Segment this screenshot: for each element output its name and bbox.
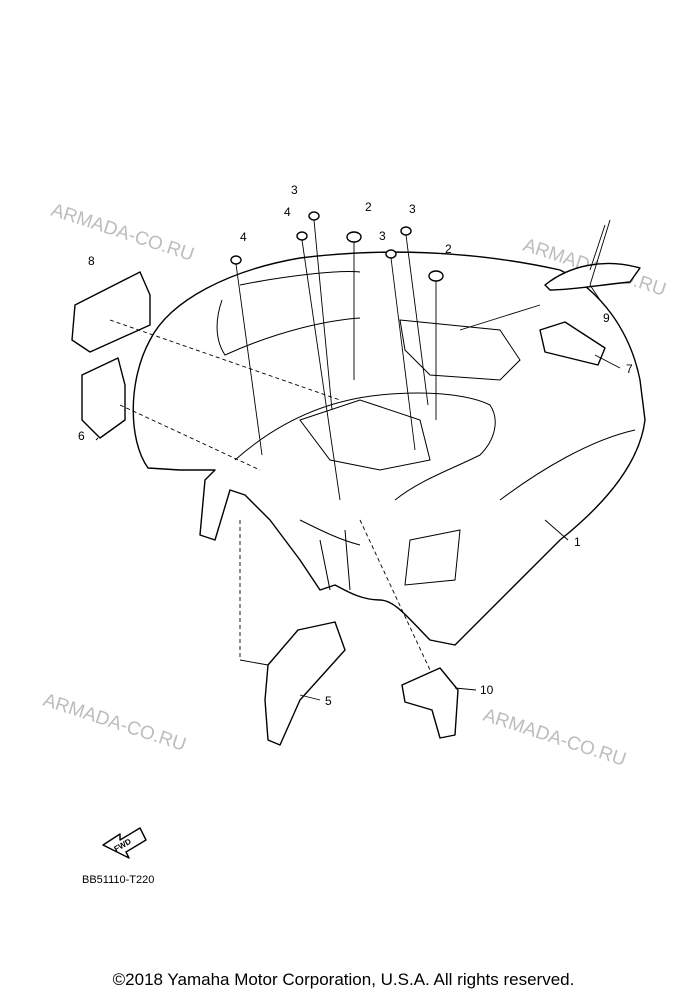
copyright-notice: ©2018 Yamaha Motor Corporation, U.S.A. A… (112, 970, 575, 989)
rivet-icon (296, 231, 308, 241)
forward-arrow-icon: FWD (102, 827, 147, 859)
callout-2a: 2 (365, 200, 372, 214)
callouts: 1 2 2 3 3 3 4 4 5 6 7 8 9 10 (78, 183, 633, 708)
callout-3c: 3 (409, 202, 416, 216)
grommet-icon (346, 231, 362, 243)
callout-3a: 3 (291, 183, 298, 197)
callout-9: 9 (603, 311, 610, 325)
callout-7: 7 (626, 362, 633, 376)
plate-10 (401, 667, 459, 739)
grommet-icon (428, 270, 444, 282)
watermark-top-left: ARMADA-CO.RU (48, 200, 196, 266)
rivet-icon (308, 211, 320, 221)
callout-6: 6 (78, 429, 85, 443)
callout-10: 10 (480, 683, 494, 697)
cover-7 (539, 321, 606, 366)
callout-8: 8 (88, 254, 95, 268)
callout-4a: 4 (284, 205, 291, 219)
callout-5: 5 (325, 694, 332, 708)
mud-flap-8 (71, 271, 151, 353)
watermark-bottom-left: ARMADA-CO.RU (40, 690, 188, 756)
callout-2b: 2 (445, 242, 452, 256)
callout-1: 1 (574, 535, 581, 549)
callout-3b: 3 (379, 229, 386, 243)
fasteners (230, 211, 444, 501)
diagram-code: BB51110-T220 (82, 874, 154, 886)
guard-5 (264, 621, 346, 746)
rear-fender (132, 251, 646, 646)
rivet-icon (230, 255, 242, 265)
mud-flap-6 (81, 357, 126, 439)
watermark-bottom-right: ARMADA-CO.RU (480, 705, 628, 771)
rivet-icon (385, 249, 397, 259)
leader-lines (95, 219, 621, 701)
rivet-icon (400, 226, 412, 236)
callout-4b: 4 (240, 230, 247, 244)
